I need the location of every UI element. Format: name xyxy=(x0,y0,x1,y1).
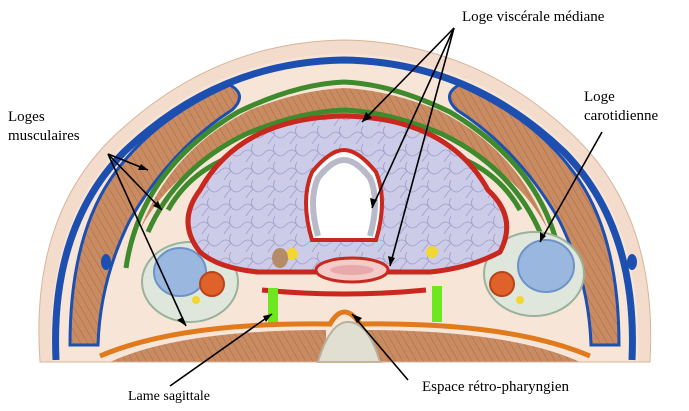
recurrent-nerve-left xyxy=(286,248,298,260)
middle-fascia-green-outer xyxy=(123,79,565,269)
trachea-cartilage xyxy=(310,156,378,237)
lame-sagittale-left xyxy=(268,288,278,324)
ext-jugular-left xyxy=(101,254,111,270)
label-loges-musculaires: Loges musculaires xyxy=(8,108,80,146)
label-lame-sagittale: Lame sagittale xyxy=(128,389,211,404)
retro-visceral-line xyxy=(261,287,427,297)
label-loge-carotidienne-line1: Loge xyxy=(584,89,615,105)
superficial-fascia-blue xyxy=(52,56,636,361)
vertebral-body xyxy=(316,320,382,363)
label-loge-carotidienne: Loge carotidienne xyxy=(584,88,658,126)
carotid-sheath-right xyxy=(483,231,585,317)
label-loge-carotidienne-line2: carotidienne xyxy=(584,108,659,124)
label-loges-musculaires-line1: Loges xyxy=(8,109,45,125)
label-loges-musculaires-line2: musculaires xyxy=(8,128,80,144)
prevertebral-fascia-orange xyxy=(99,309,591,359)
ext-jugular-right xyxy=(627,254,637,270)
annotation-arrows xyxy=(107,27,603,387)
middle-fascia-green-inner xyxy=(145,107,543,234)
sternocleidomastoid-left xyxy=(68,83,241,347)
sternocleidomastoid-right xyxy=(448,83,621,347)
infrahyoid-muscles xyxy=(140,88,548,230)
arrow-heads xyxy=(138,112,546,326)
prevertebral-muscles xyxy=(110,330,580,362)
label-espace-retro-pharyngien: Espace rétro-pharyngien xyxy=(422,379,570,395)
oesophagus-lumen xyxy=(330,265,374,275)
label-loge-viscerale: Loge viscérale médiane xyxy=(462,9,605,25)
parathyroid-left xyxy=(272,248,288,268)
recurrent-nerve-right xyxy=(426,246,438,258)
lame-sagittale-right xyxy=(432,286,442,322)
